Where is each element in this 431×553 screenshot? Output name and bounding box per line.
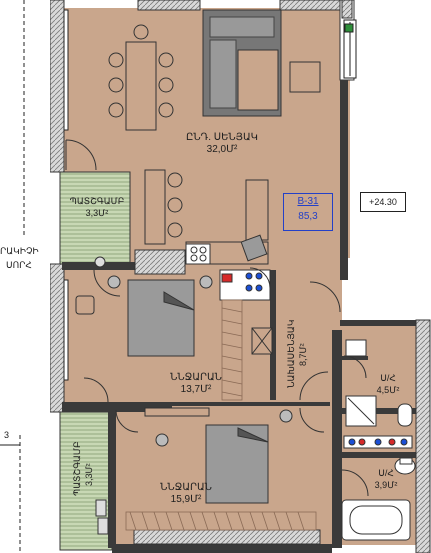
apartment-tag: B-31 85,3 <box>283 193 333 231</box>
wardrobe <box>125 299 317 531</box>
bed-icon <box>144 407 293 504</box>
edge-note-top: ՐԱԿԻՉԻ <box>0 246 39 256</box>
edge-note-bottom: ՍՈՐՀ <box>6 260 32 270</box>
fixture-marks <box>94 256 109 535</box>
stove-icon <box>185 243 211 265</box>
room-label-balcony-2: ՊԱՏՇԳԱՄԲ <box>72 441 82 496</box>
dining-table-icon <box>108 24 174 131</box>
door-swing-icon <box>65 139 369 497</box>
toilet-icon <box>394 457 416 475</box>
elevation-mark: +24.30 <box>360 192 406 212</box>
bathroom-fixtures <box>343 339 413 449</box>
sofa-icon <box>202 9 321 117</box>
walls <box>36 0 431 553</box>
room-area-hall: 8,7Մ² <box>298 343 308 366</box>
apartment-area: 85,3 <box>298 211 318 222</box>
utility-panel <box>219 269 273 355</box>
apartment-code: B-31 <box>297 196 319 207</box>
room-label-hall: ՆԱԽԱՍԵՆՅԱԿ <box>286 319 296 388</box>
bed-icon <box>75 275 213 357</box>
sink-icon <box>240 234 268 262</box>
section-marker: 3 <box>4 430 10 440</box>
bathtub-icon <box>341 499 411 541</box>
section-line <box>0 0 25 553</box>
window-icon <box>63 9 357 381</box>
room-area-balcony-2: 3,3Մ² <box>84 463 94 486</box>
